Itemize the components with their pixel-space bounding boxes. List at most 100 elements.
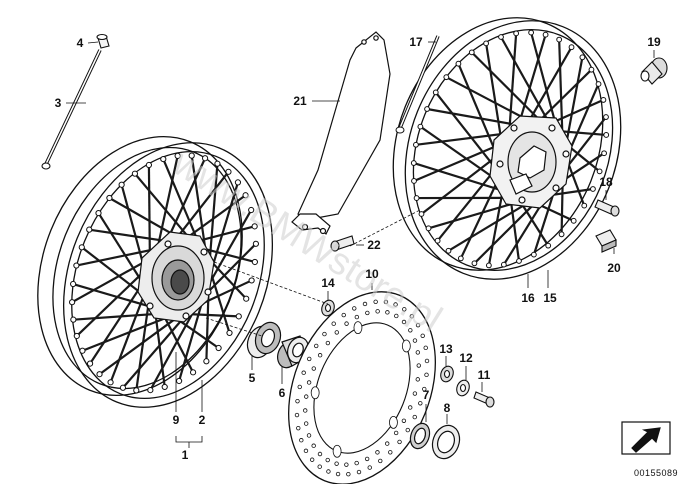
disc-hole bbox=[322, 331, 327, 337]
disc-hole bbox=[306, 433, 312, 438]
callout-14: 14 bbox=[321, 276, 335, 290]
spoke-nipple bbox=[528, 29, 535, 36]
callout-5: 5 bbox=[249, 371, 256, 385]
disc-hole bbox=[385, 310, 390, 315]
spoke-nipple bbox=[542, 31, 549, 38]
spoke-nipple bbox=[225, 168, 232, 175]
disc-hole bbox=[373, 299, 378, 304]
axle-bolt-part bbox=[594, 199, 620, 217]
disc-hole bbox=[331, 321, 336, 326]
callout-labels: 1 2 3 4 5 6 7 8 9 10 11 12 13 14 15 16 1… bbox=[55, 35, 661, 462]
spoke-nipple bbox=[188, 152, 195, 159]
callout-8: 8 bbox=[444, 401, 451, 415]
spoke-nipple bbox=[411, 178, 417, 184]
spoke-nipple bbox=[513, 30, 520, 37]
disc-hole bbox=[412, 338, 418, 343]
callout-10: 10 bbox=[365, 267, 379, 281]
disc-hole bbox=[423, 345, 428, 351]
spoke-line bbox=[97, 212, 149, 291]
callout-17: 17 bbox=[409, 35, 423, 49]
disc-hole bbox=[303, 421, 309, 426]
spoke-nipple bbox=[96, 371, 103, 378]
disc-hole bbox=[352, 306, 357, 311]
spoke-nipple bbox=[601, 150, 607, 157]
spoke-part bbox=[41, 49, 102, 170]
callout-19: 19 bbox=[647, 35, 661, 49]
spoke-nipple bbox=[590, 186, 596, 192]
spoke-nipple bbox=[70, 316, 77, 323]
spoke-nipple bbox=[455, 60, 462, 67]
disc-hole bbox=[297, 384, 302, 390]
disc-hole bbox=[424, 358, 430, 364]
spoke-nipple bbox=[243, 295, 250, 302]
disc-hole bbox=[409, 314, 415, 319]
disc-hole bbox=[299, 438, 304, 443]
spoke-nipple bbox=[516, 258, 522, 264]
disc-hole bbox=[401, 319, 407, 325]
disc-hole bbox=[325, 340, 331, 346]
disc-hole bbox=[325, 457, 330, 463]
reference-number: 00155089 bbox=[633, 468, 678, 478]
disc-hole bbox=[412, 414, 417, 420]
callout-16: 16 bbox=[521, 291, 535, 305]
spoke-line bbox=[203, 209, 253, 292]
valve-cap-part bbox=[640, 57, 668, 85]
spoke-nipple bbox=[86, 226, 93, 233]
disc-hole bbox=[378, 458, 383, 464]
callout-1: 1 bbox=[182, 448, 189, 462]
disc-hole bbox=[408, 405, 413, 410]
spoke-nipple bbox=[145, 161, 153, 169]
spoke-line bbox=[190, 155, 208, 259]
spoke-nipple bbox=[73, 262, 80, 269]
disc-hole bbox=[405, 427, 410, 433]
disc-bolt-part bbox=[473, 391, 495, 408]
spoke-nipple bbox=[434, 237, 441, 244]
spoke-nipple bbox=[498, 34, 504, 40]
disc-hole bbox=[356, 469, 362, 475]
disc-hole bbox=[311, 366, 316, 371]
callout-6: 6 bbox=[279, 386, 286, 400]
spoke-line bbox=[72, 282, 157, 310]
spoke-nipple bbox=[443, 74, 450, 81]
disc-hole bbox=[317, 353, 323, 358]
spoke-nipple bbox=[248, 206, 255, 214]
spoke-nipple bbox=[417, 123, 424, 130]
spoke-nipple bbox=[248, 277, 255, 284]
disc-hole bbox=[354, 314, 360, 320]
spoke-nipple bbox=[603, 114, 609, 120]
front-wheel-rim bbox=[37, 136, 274, 408]
disc-hole bbox=[354, 460, 359, 466]
disc-hole bbox=[309, 457, 315, 462]
spoke-nipple bbox=[418, 211, 425, 217]
front-wheel-nipples bbox=[68, 152, 260, 394]
bearing-part bbox=[246, 321, 282, 359]
spoke-nipple bbox=[588, 66, 595, 73]
arrow-sign-icon bbox=[621, 421, 671, 455]
disc-mount-slot bbox=[389, 415, 398, 429]
disc-hole bbox=[393, 302, 398, 307]
callout-18: 18 bbox=[599, 175, 613, 189]
disc-mount-slot bbox=[353, 321, 363, 335]
disc-hole bbox=[334, 461, 339, 466]
spoke-nipple bbox=[424, 106, 430, 112]
disc-hole bbox=[304, 394, 309, 399]
spoke-nipple bbox=[242, 192, 249, 199]
spoke-nipple bbox=[595, 81, 602, 87]
spoke-nipple bbox=[530, 251, 537, 258]
disc-hole bbox=[375, 450, 380, 455]
disc-hole bbox=[311, 443, 316, 448]
spoke-nipple bbox=[235, 313, 242, 320]
disc-hole bbox=[422, 386, 427, 392]
washer-14 bbox=[321, 299, 335, 317]
callout-13: 13 bbox=[439, 342, 453, 356]
bracket-part bbox=[291, 31, 391, 235]
disc-hole bbox=[420, 333, 425, 338]
spoke-nipple bbox=[86, 360, 94, 367]
spoke-nipple bbox=[251, 223, 258, 230]
spoke-nipple bbox=[119, 384, 127, 391]
spoke-line bbox=[109, 287, 148, 383]
callout-12: 12 bbox=[459, 351, 473, 365]
disc-hole bbox=[294, 412, 300, 418]
spoke-nipple bbox=[68, 299, 76, 306]
spoke-nipple bbox=[471, 260, 478, 267]
